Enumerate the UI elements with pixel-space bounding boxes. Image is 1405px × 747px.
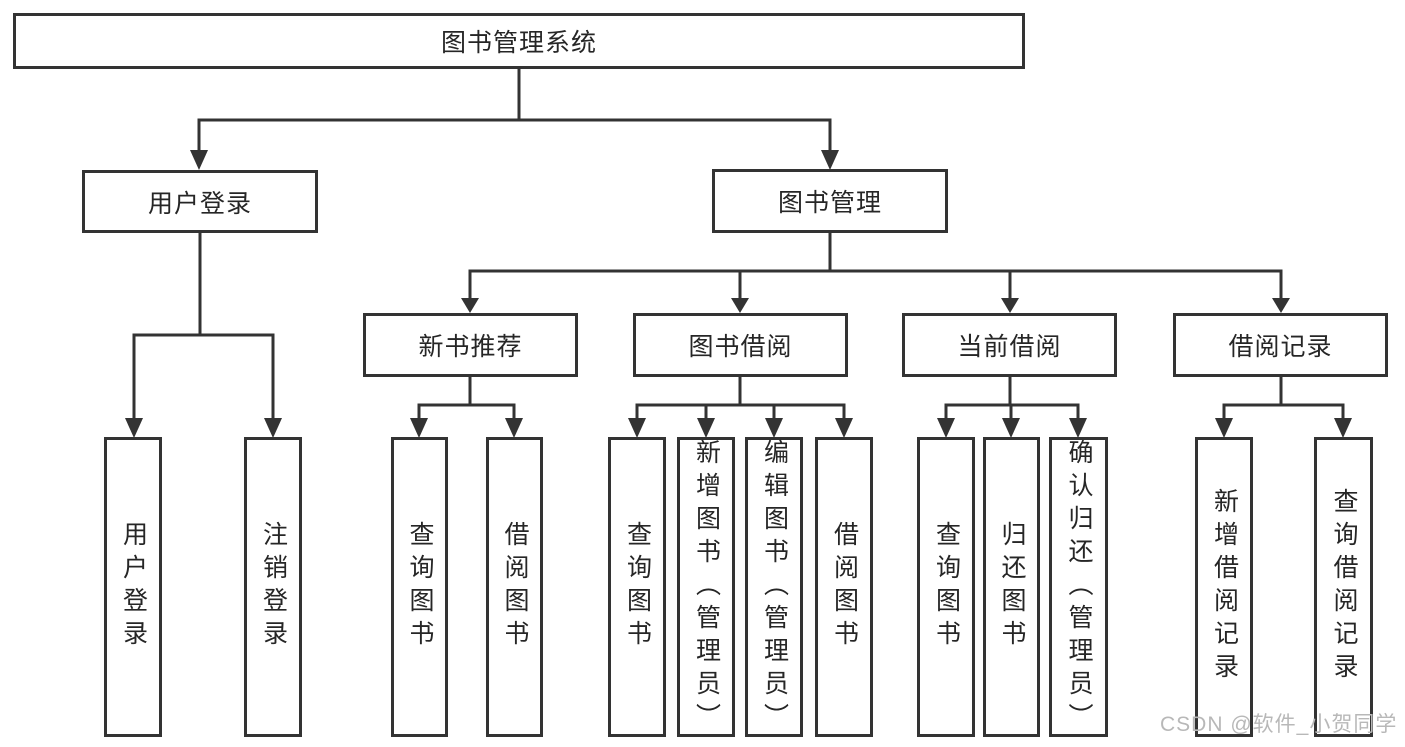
node-user-login: 用户登录 bbox=[82, 170, 318, 233]
node-book-borrow: 图书借阅 bbox=[633, 313, 848, 377]
leaf-br-query-record: 查询借阅记录 bbox=[1314, 437, 1373, 737]
leaf-logout-label: 注销登录 bbox=[259, 521, 288, 653]
node-book-borrow-label: 图书借阅 bbox=[688, 333, 793, 361]
node-book-management-label: 图书管理 bbox=[777, 189, 882, 217]
node-current-borrow: 当前借阅 bbox=[902, 313, 1117, 377]
leaf-bb-borrow-books-label: 借阅图书 bbox=[830, 521, 859, 653]
node-root: 图书管理系统 bbox=[13, 13, 1025, 69]
leaf-cb-return-books-label: 归还图书 bbox=[998, 521, 1026, 653]
leaf-nb-query-books: 查询图书 bbox=[391, 437, 448, 737]
leaf-user-login: 用户登录 bbox=[104, 437, 162, 737]
leaf-bb-query-books-label: 查询图书 bbox=[623, 521, 652, 653]
leaf-bb-add-books-admin: 新增图书（管理员） bbox=[677, 437, 735, 737]
leaf-nb-borrow-books: 借阅图书 bbox=[486, 437, 543, 737]
node-new-book-recommend-label: 新书推荐 bbox=[418, 333, 523, 361]
leaf-br-add-record: 新增借阅记录 bbox=[1195, 437, 1253, 737]
leaf-user-login-label: 用户登录 bbox=[119, 521, 148, 653]
leaf-br-query-record-label: 查询借阅记录 bbox=[1330, 488, 1358, 686]
leaf-cb-confirm-return-admin: 确认归还（管理员） bbox=[1049, 437, 1108, 737]
leaf-bb-edit-books-admin: 编辑图书（管理员） bbox=[745, 437, 803, 737]
leaf-bb-borrow-books: 借阅图书 bbox=[815, 437, 873, 737]
leaf-bb-add-books-admin-label: 新增图书（管理员） bbox=[692, 438, 721, 736]
leaf-bb-edit-books-admin-label: 编辑图书（管理员） bbox=[760, 438, 789, 736]
leaf-cb-query-books: 查询图书 bbox=[917, 437, 975, 737]
node-new-book-recommend: 新书推荐 bbox=[363, 313, 578, 377]
node-user-login-label: 用户登录 bbox=[147, 189, 252, 218]
csdn-watermark: CSDN @软件_小贺同学 bbox=[1160, 713, 1398, 736]
leaf-nb-query-books-label: 查询图书 bbox=[406, 521, 434, 653]
node-borrow-records-label: 借阅记录 bbox=[1228, 333, 1333, 361]
leaf-br-add-record-label: 新增借阅记录 bbox=[1210, 488, 1239, 686]
leaf-cb-query-books-label: 查询图书 bbox=[932, 521, 961, 653]
node-borrow-records: 借阅记录 bbox=[1173, 313, 1388, 377]
leaf-logout: 注销登录 bbox=[244, 437, 302, 737]
leaf-bb-query-books: 查询图书 bbox=[608, 437, 666, 737]
node-root-label: 图书管理系统 bbox=[440, 29, 597, 57]
node-current-borrow-label: 当前借阅 bbox=[957, 333, 1062, 361]
node-book-management: 图书管理 bbox=[712, 169, 948, 233]
leaf-cb-confirm-return-admin-label: 确认归还（管理员） bbox=[1065, 438, 1093, 736]
leaf-nb-borrow-books-label: 借阅图书 bbox=[501, 521, 529, 653]
leaf-cb-return-books: 归还图书 bbox=[983, 437, 1040, 737]
